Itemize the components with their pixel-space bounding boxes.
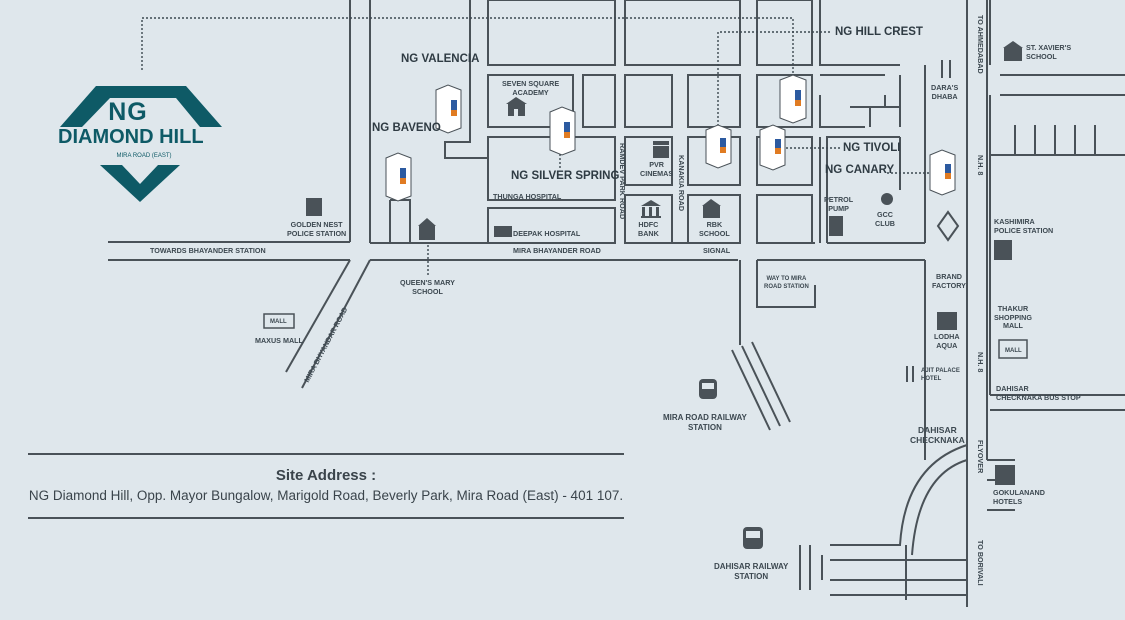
label-gcc: GCC CLUB — [875, 210, 895, 228]
label-ajit: AJIT PALACE HOTEL — [921, 368, 960, 382]
label-pvr: PVR CINEMAS — [640, 160, 674, 178]
academy-icon — [506, 97, 527, 116]
hospital-icon — [494, 226, 512, 237]
lodha-icon — [937, 312, 957, 330]
tower-valencia — [435, 84, 462, 134]
gokulanand-icon — [995, 465, 1015, 485]
logo-shape — [60, 86, 222, 202]
school-icon — [702, 199, 721, 218]
road-nh8-top: N.H. 8 — [976, 155, 985, 176]
brand-factory-icon — [936, 210, 960, 242]
label-golden-nest: GOLDEN NEST POLICE STATION — [287, 220, 347, 238]
logo-ng: NG — [108, 98, 148, 126]
project-towers — [385, 74, 956, 202]
label-kashimira: KASHIMIRA POLICE STATION — [994, 217, 1054, 235]
label-lodha: LODHA AQUA — [934, 332, 960, 350]
tower-silver-spring — [549, 106, 576, 156]
address-title: Site Address : — [275, 467, 377, 484]
label-ng-hill-crest: NG HILL CREST — [835, 26, 923, 38]
bank-icon — [641, 200, 661, 218]
hotel-icon — [906, 366, 914, 382]
thakur-mall-icon — [998, 339, 1028, 359]
label-ng-valencia: NG VALENCIA — [401, 53, 480, 65]
label-hdfc: HDFC BANK — [638, 220, 659, 238]
address-text: NG Diamond Hill, Opp. Mayor Bungalow, Ma… — [28, 488, 624, 503]
label-thunga: THUNGA HOSPITAL — [493, 192, 562, 201]
label-seven-square: SEVEN SQUARE ACADEMY — [502, 79, 560, 97]
label-ng-baveno: NG BAVENO — [372, 122, 441, 134]
label-gokulanand: GOKULANAND HOTELS — [993, 488, 1045, 506]
label-signal: SIGNAL — [703, 246, 731, 255]
label-mall-tag: MALL — [1005, 348, 1022, 354]
logo-name: DIAMOND HILL — [58, 126, 204, 148]
road-kanakia: KANAKIA ROAD — [677, 155, 686, 212]
cinema-icon — [653, 141, 669, 158]
tower-canary — [929, 149, 956, 196]
tower-hill-crest-1 — [705, 124, 732, 169]
train-icon-mira — [699, 379, 717, 399]
site-address: Site Address : NG Diamond Hill, Opp. May… — [28, 452, 624, 520]
road-to-borivali: TO BORIVALI — [976, 540, 985, 586]
label-ng-silver-spring: NG SILVER SPRING — [511, 170, 620, 182]
label-mall-tag-maxus: MALL — [270, 319, 287, 325]
road-flyover: FLYOVER — [976, 440, 985, 474]
road-ramdev: RAMDEV PARK ROAD — [618, 143, 627, 220]
label-petrol: PETROL PUMP — [824, 195, 854, 213]
label-daras: DARA'S DHABA — [931, 83, 959, 101]
label-deepak: DEEPAK HOSPITAL — [513, 229, 581, 238]
club-icon — [881, 193, 893, 205]
police-station-icon-2 — [994, 240, 1012, 260]
mall-icon — [263, 313, 295, 329]
label-dahisar-checknaka: DAHISAR CHECKNAKA — [910, 425, 965, 445]
st-xaviers-icon — [1003, 41, 1023, 61]
landmark-icons — [263, 41, 1028, 549]
label-way-to-mira: WAY TO MIRA ROAD STATION — [764, 276, 809, 290]
road-to-ahmedabad: TO AHMEDABAD — [976, 15, 985, 74]
connector-lines — [141, 17, 930, 275]
tower-hill-crest-2 — [779, 74, 807, 124]
queens-school-icon — [418, 218, 436, 240]
logo-sub: MIRA ROAD (EAST) — [116, 153, 172, 159]
label-queens-mary: QUEEN'S MARY SCHOOL — [400, 278, 455, 296]
label-mira-station: MIRA ROAD RAILWAY STATION — [663, 413, 747, 432]
train-icon-dahisar — [743, 527, 763, 549]
petrol-pump-icon — [829, 216, 843, 236]
tower-baveno — [385, 152, 412, 202]
address-box-border — [28, 453, 624, 519]
label-dahisar-station: DAHISAR RAILWAY STATION — [714, 562, 789, 581]
label-st-xaviers: ST. XAVIER'S SCHOOL — [1026, 43, 1072, 61]
road-towards-bhayander: TOWARDS BHAYANDER STATION — [150, 246, 266, 255]
label-dahisar-bus: DAHISAR CHECKNAKA BUS STOP — [996, 384, 1081, 402]
dhaba-icon — [941, 60, 951, 78]
label-ng-canary: NG CANARY — [825, 164, 895, 176]
label-maxus: MAXUS MALL — [255, 336, 303, 345]
road-mira-bhayander: MIRA BHAYANDER ROAD — [513, 246, 601, 255]
label-rbk: RBK SCHOOL — [699, 220, 730, 238]
label-ng-tivoli: NG TIVOLI — [843, 142, 901, 154]
logo: NG DIAMOND HILL MIRA ROAD (EAST) — [58, 84, 228, 204]
police-station-icon — [306, 198, 322, 216]
label-brand-factory: BRAND FACTORY — [932, 272, 966, 290]
label-thakur: THAKUR SHOPPING MALL — [994, 304, 1032, 330]
tower-tivoli — [759, 124, 786, 171]
road-nh8-mid: N.H. 8 — [976, 352, 985, 373]
